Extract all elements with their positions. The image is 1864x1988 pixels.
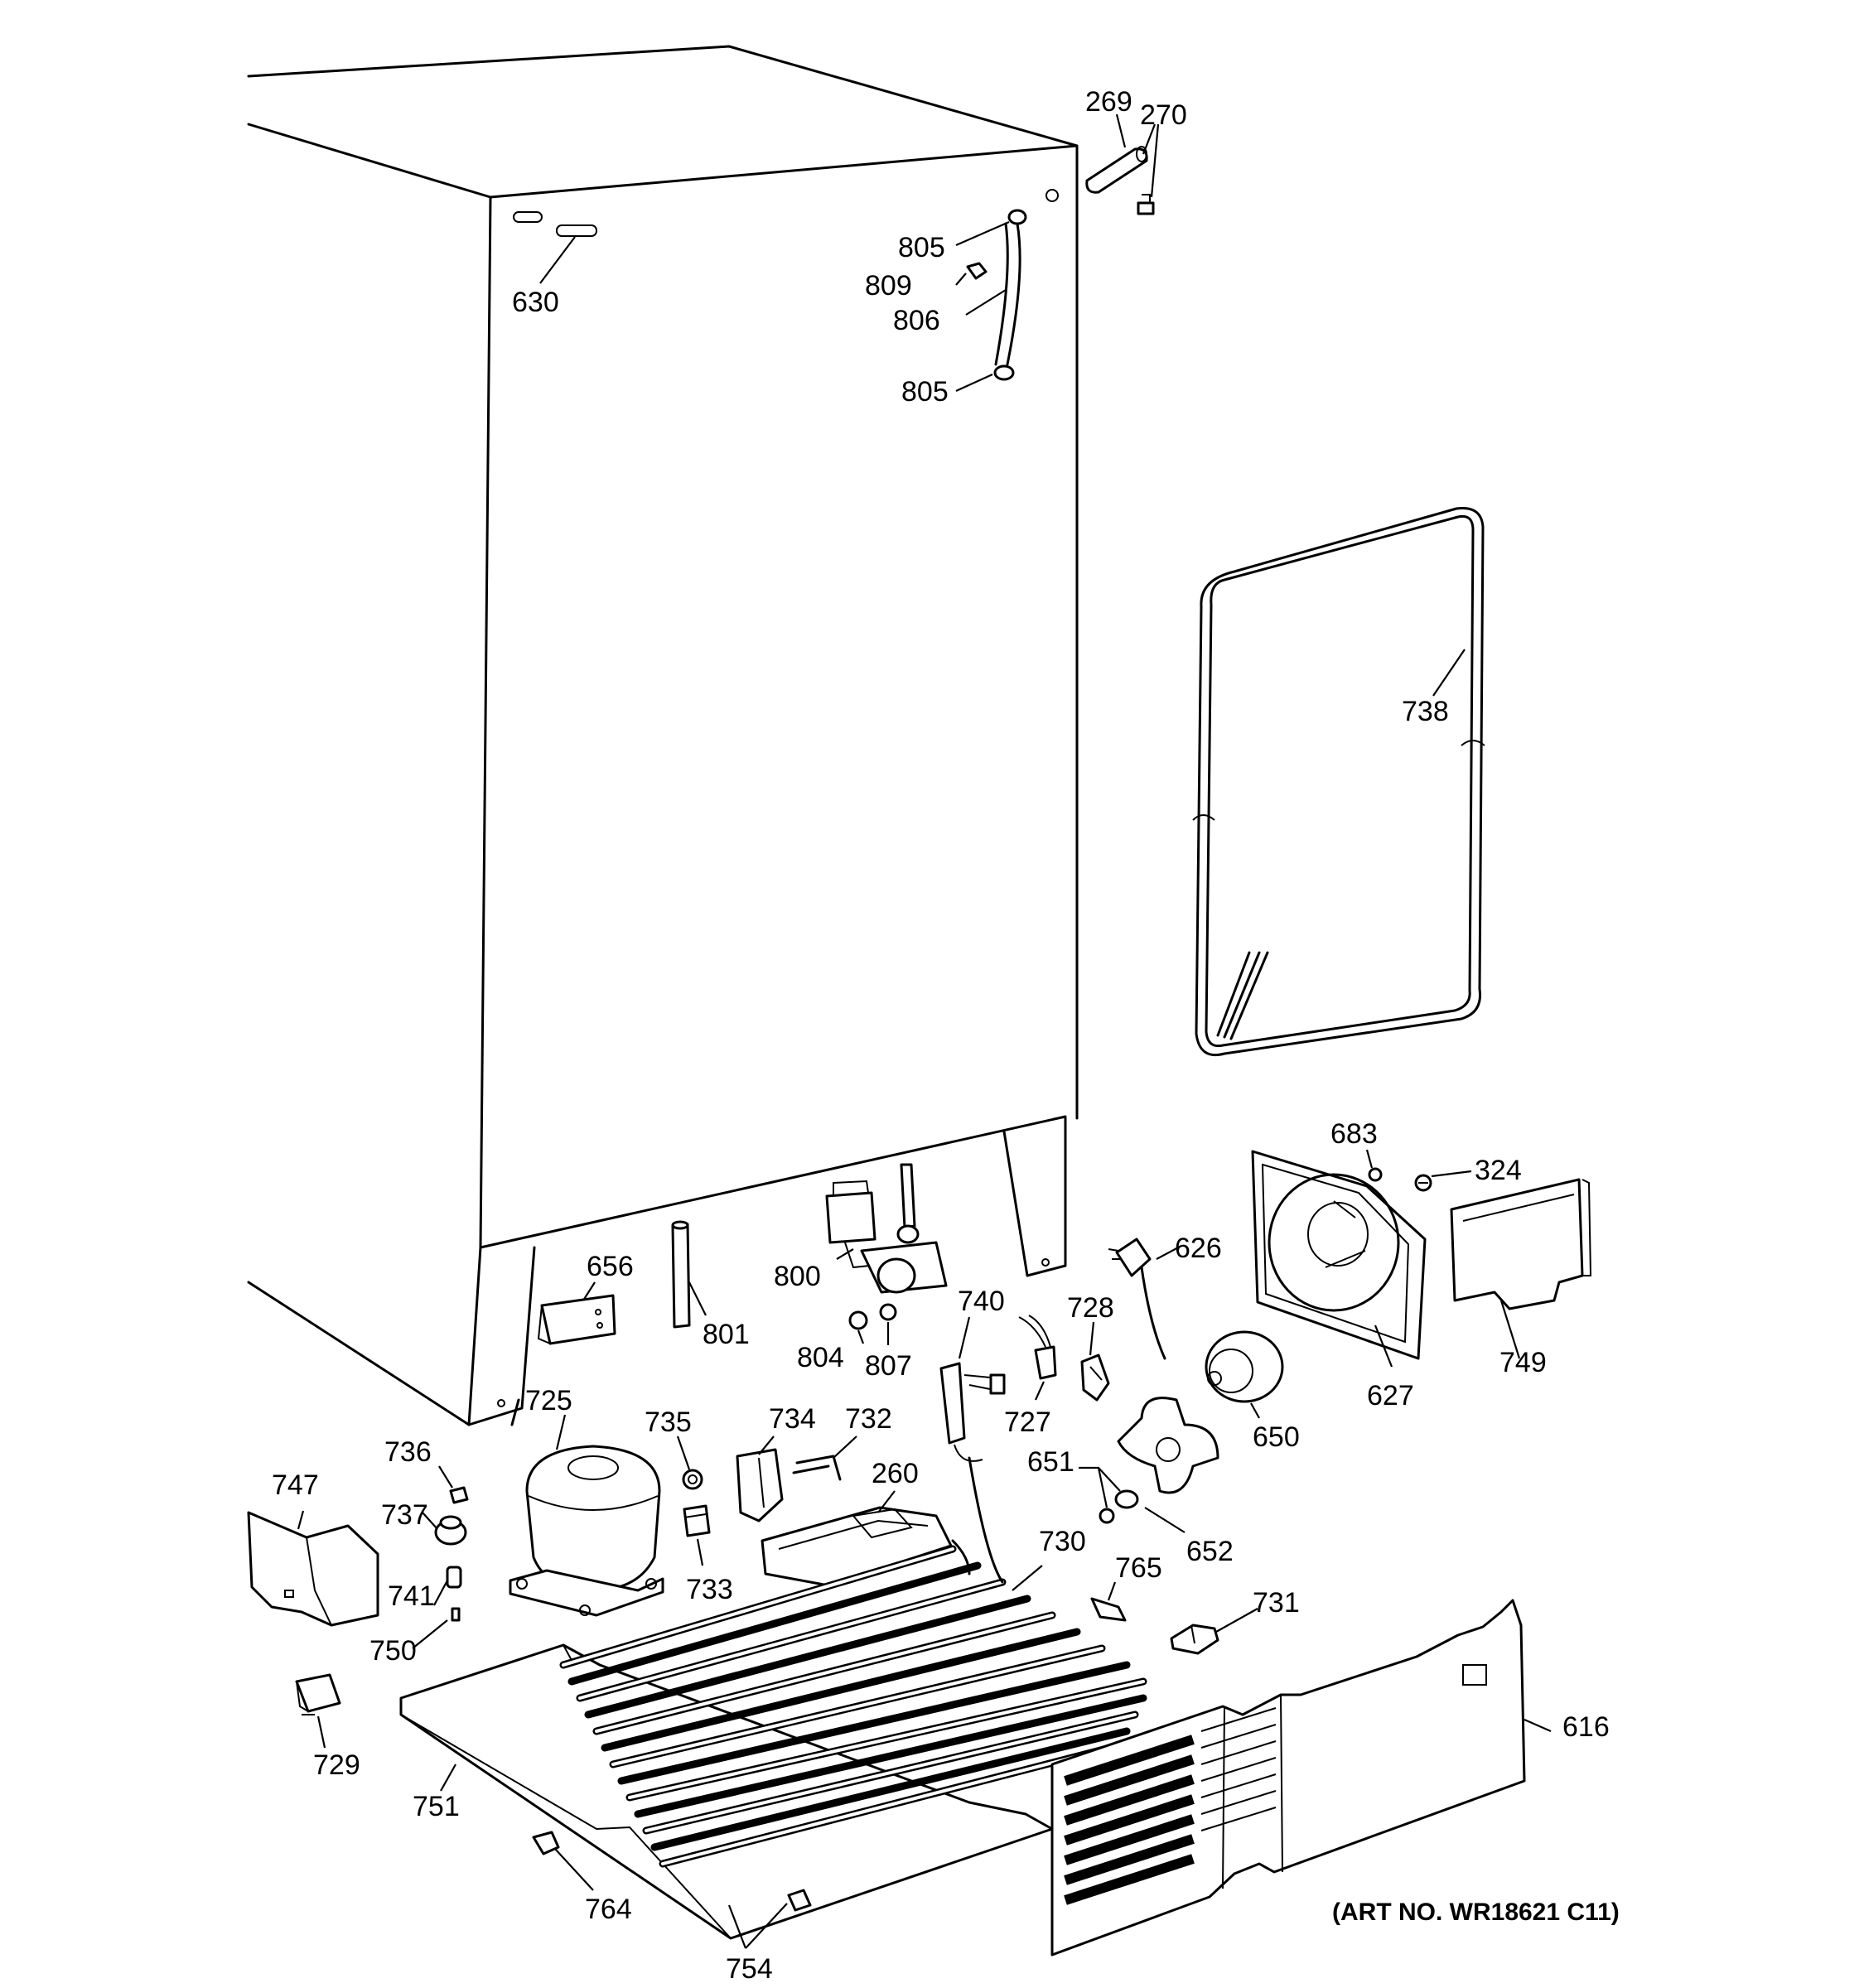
- part-324-screw[interactable]: [1414, 1174, 1432, 1192]
- cabinet: [247, 45, 1079, 1426]
- label-651: 651: [1027, 1446, 1074, 1478]
- part-735-grommet[interactable]: [682, 1469, 703, 1490]
- label-731: 731: [1253, 1587, 1300, 1619]
- part-754-pad[interactable]: [787, 1889, 812, 1912]
- part-805-clamp-top[interactable]: [1007, 209, 1027, 225]
- label-683: 683: [1330, 1118, 1378, 1150]
- label-754: 754: [726, 1953, 773, 1985]
- label-652: 652: [1186, 1536, 1234, 1567]
- label-800: 800: [774, 1261, 821, 1292]
- part-683-screw[interactable]: [1368, 1167, 1383, 1182]
- label-734: 734: [769, 1403, 816, 1435]
- label-806: 806: [893, 305, 940, 336]
- part-809-screw[interactable]: [966, 262, 988, 280]
- part-627-fan-shroud[interactable]: [1251, 1150, 1427, 1360]
- part-740-relay[interactable]: [939, 1362, 1006, 1462]
- leader-lines: [297, 113, 1552, 1949]
- label-737: 737: [381, 1499, 428, 1531]
- label-270: 270: [1140, 99, 1187, 131]
- label-733: 733: [686, 1574, 733, 1605]
- part-656-bracket[interactable]: [537, 1294, 616, 1345]
- part-651-nut[interactable]: [1099, 1508, 1115, 1524]
- label-735: 735: [645, 1407, 692, 1438]
- label-750: 750: [369, 1635, 417, 1667]
- part-730-condenser-coil[interactable]: [559, 1456, 1147, 1868]
- part-626-power-cord[interactable]: [1108, 1238, 1166, 1360]
- label-736: 736: [384, 1436, 432, 1468]
- label-804: 804: [797, 1342, 844, 1373]
- part-729-relay[interactable]: [295, 1673, 341, 1715]
- label-656: 656: [587, 1251, 634, 1282]
- label-741: 741: [388, 1580, 435, 1612]
- label-809: 809: [865, 270, 912, 302]
- art-number: (ART NO. WR18621 C11): [1332, 1899, 1620, 1926]
- label-740: 740: [958, 1286, 1005, 1317]
- label-764: 764: [585, 1894, 632, 1925]
- label-738: 738: [1402, 696, 1449, 727]
- part-652-fan-blade[interactable]: [1114, 1397, 1219, 1509]
- part-765-clip[interactable]: [1090, 1597, 1127, 1622]
- part-728-clip[interactable]: [1080, 1353, 1110, 1402]
- part-800-water-valve[interactable]: [825, 1163, 948, 1294]
- label-727: 727: [1004, 1407, 1051, 1438]
- label-616: 616: [1562, 1711, 1610, 1743]
- label-260: 260: [872, 1458, 919, 1489]
- label-732: 732: [845, 1403, 892, 1435]
- label-805-bottom: 805: [901, 376, 949, 408]
- part-750-screw[interactable]: [451, 1607, 461, 1622]
- part-734-start-device[interactable]: [736, 1448, 784, 1522]
- grille-slots: [1064, 1707, 1277, 1905]
- part-727-thermal-device[interactable]: [1018, 1315, 1057, 1380]
- label-749: 749: [1499, 1347, 1547, 1378]
- part-736-clip[interactable]: [449, 1486, 469, 1504]
- part-616-grille-panel[interactable]: [1050, 1599, 1526, 1957]
- label-801: 801: [703, 1319, 750, 1350]
- label-324: 324: [1475, 1155, 1522, 1186]
- label-729: 729: [313, 1749, 360, 1781]
- part-807-nut[interactable]: [879, 1303, 897, 1321]
- part-747-terminal-cover[interactable]: [247, 1511, 379, 1627]
- part-737-grommet[interactable]: [434, 1515, 467, 1546]
- part-804-nut[interactable]: [848, 1310, 868, 1330]
- part-270-screw[interactable]: [1137, 194, 1155, 215]
- label-725: 725: [525, 1385, 572, 1416]
- label-650: 650: [1253, 1421, 1300, 1453]
- part-731-bracket[interactable]: [1170, 1624, 1219, 1655]
- label-805-top: 805: [898, 232, 945, 263]
- part-738-gasket[interactable]: [1192, 506, 1485, 1056]
- callout-labels: 269 270 630 805 809 806 805 738 683 324 …: [272, 86, 1620, 1985]
- part-741-sleeve[interactable]: [446, 1566, 462, 1589]
- part-806-tube[interactable]: [994, 222, 1021, 366]
- label-626: 626: [1175, 1233, 1222, 1264]
- label-728: 728: [1067, 1292, 1114, 1324]
- part-805-clamp-bottom[interactable]: [993, 364, 1015, 381]
- label-730: 730: [1039, 1526, 1086, 1557]
- part-764-clip[interactable]: [532, 1831, 560, 1855]
- part-733-overload[interactable]: [683, 1504, 711, 1537]
- label-747: 747: [272, 1469, 319, 1501]
- part-732-clip[interactable]: [792, 1455, 842, 1481]
- part-269-handle[interactable]: [1085, 146, 1148, 194]
- label-807: 807: [865, 1350, 912, 1382]
- label-751: 751: [413, 1791, 460, 1822]
- label-627: 627: [1367, 1380, 1414, 1411]
- part-650-fan-motor[interactable]: [1205, 1330, 1284, 1403]
- part-801-tube[interactable]: [671, 1220, 691, 1329]
- label-765: 765: [1115, 1552, 1162, 1584]
- label-630: 630: [512, 287, 559, 318]
- label-269: 269: [1085, 86, 1132, 118]
- part-749-cover-panel[interactable]: [1450, 1178, 1592, 1310]
- part-725-compressor[interactable]: [509, 1445, 664, 1617]
